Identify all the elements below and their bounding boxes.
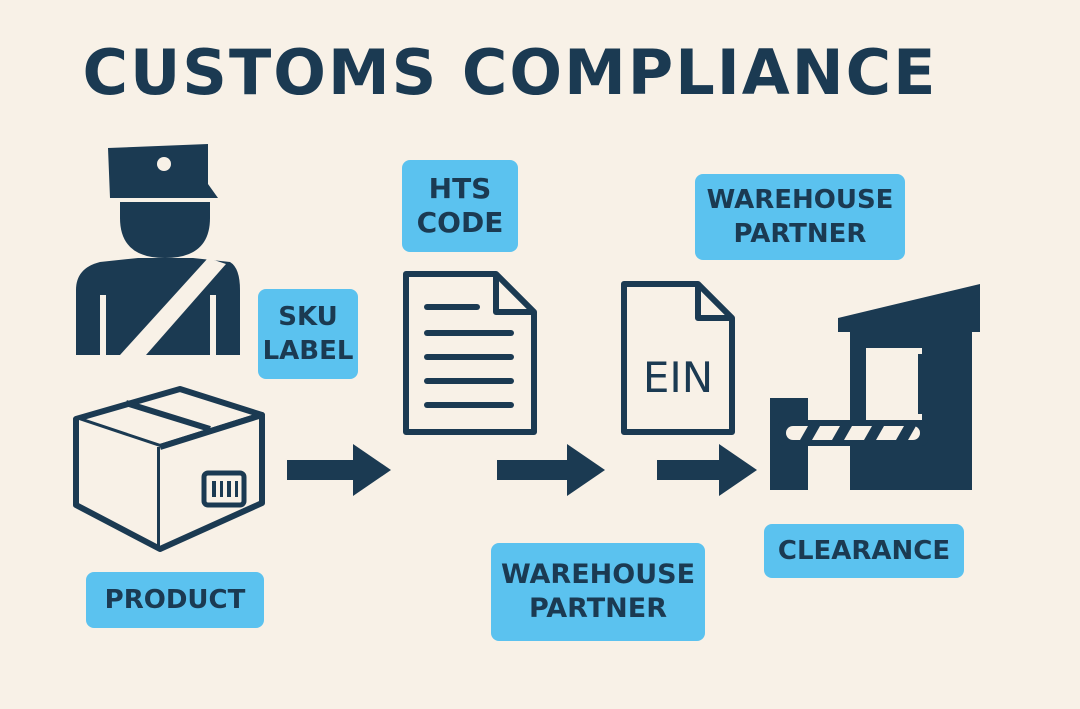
arrow-right-icon	[497, 444, 605, 496]
sku-label-tag: SKU LABEL	[258, 289, 358, 379]
tag-line: HTS	[428, 172, 492, 205]
page-title: CUSTOMS COMPLIANCE	[82, 36, 938, 109]
warehouse-partner-tag-top: WAREHOUSE PARTNER	[695, 174, 905, 260]
tag-line: PARTNER	[733, 219, 867, 249]
arrow-right-icon	[657, 444, 757, 496]
product-tag: PRODUCT	[86, 572, 264, 628]
hts-code-tag: HTS CODE	[402, 160, 518, 252]
clearance-tag: CLEARANCE	[764, 524, 964, 578]
ein-document-icon: EIN	[621, 281, 735, 435]
tag-line: LABEL	[262, 336, 354, 366]
arrow-right-icon	[287, 444, 391, 496]
checkpoint-gate-icon	[770, 284, 980, 490]
tag-line: WAREHOUSE	[500, 559, 696, 590]
tag-line: SKU	[278, 302, 338, 332]
tag-line: PARTNER	[528, 593, 668, 624]
warehouse-partner-tag-bottom: WAREHOUSE PARTNER	[491, 543, 705, 641]
ein-text: EIN	[643, 353, 713, 402]
tag-line: CLEARANCE	[777, 536, 951, 566]
document-icon	[403, 271, 537, 435]
package-box-icon	[73, 386, 265, 552]
customs-officer-icon	[76, 144, 240, 355]
tag-line: PRODUCT	[104, 585, 246, 615]
tag-line: CODE	[416, 206, 504, 239]
tag-line: WAREHOUSE	[706, 185, 894, 215]
